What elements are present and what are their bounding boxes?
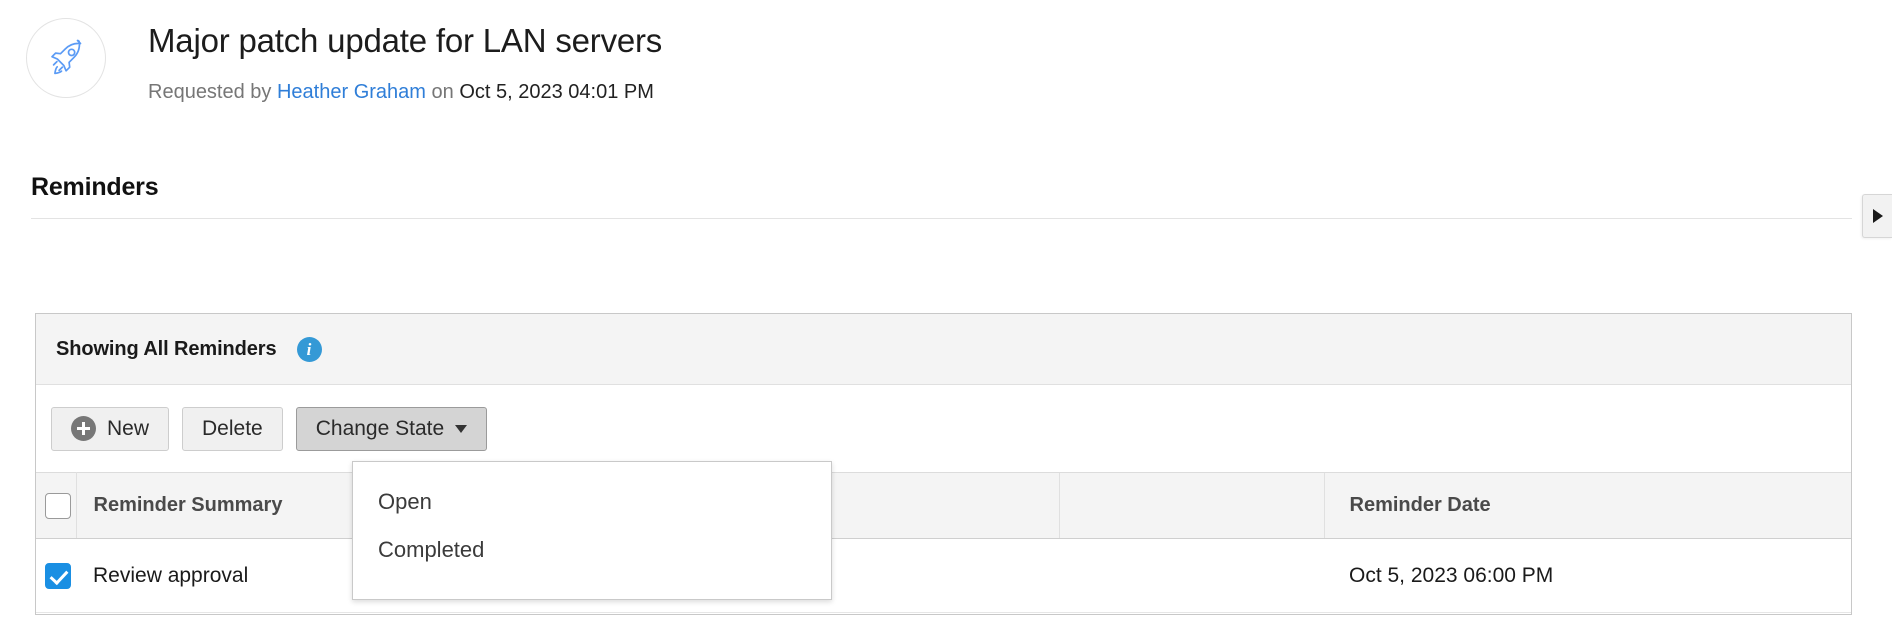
row-select-cell bbox=[36, 538, 76, 613]
select-all-header bbox=[36, 472, 77, 539]
select-all-checkbox[interactable] bbox=[45, 492, 71, 519]
table-header-row: Reminder Summary Reminder Date bbox=[36, 472, 1851, 539]
requester-link[interactable]: Heather Graham bbox=[276, 81, 426, 103]
requested-date: Oct 5, 2023 04:01 PM bbox=[459, 81, 654, 103]
delete-button-label: Delete bbox=[202, 416, 263, 440]
record-header: Major patch update for LAN servers Reque… bbox=[0, 0, 1892, 140]
row-checkbox[interactable] bbox=[45, 562, 71, 589]
panel-toolbar: New Delete Change State bbox=[36, 385, 1851, 472]
change-state-dropdown-menu: Open Completed bbox=[352, 461, 832, 600]
delete-button[interactable]: Delete bbox=[182, 406, 283, 451]
on-label: on bbox=[431, 81, 454, 103]
panel-header: Showing All Reminders i bbox=[36, 314, 1851, 385]
dropdown-item-completed[interactable]: Completed bbox=[378, 537, 485, 562]
expand-sidebar-tab[interactable] bbox=[1862, 194, 1892, 238]
plus-circle-icon bbox=[71, 416, 96, 441]
info-icon[interactable]: i bbox=[296, 336, 322, 362]
caret-down-icon bbox=[455, 424, 468, 433]
table-row[interactable]: Review approval Oct 5, 2023 06:00 PM bbox=[36, 538, 1851, 613]
row-date-cell: Oct 5, 2023 06:00 PM bbox=[1324, 538, 1851, 613]
panel-header-label: Showing All Reminders bbox=[56, 337, 277, 360]
row-middle-cell bbox=[1059, 538, 1324, 613]
section-divider bbox=[31, 218, 1852, 219]
change-state-button-label: Change State bbox=[315, 416, 445, 440]
reminders-panel: Showing All Reminders i New Delete Chang… bbox=[35, 313, 1852, 615]
new-button-label: New bbox=[107, 416, 150, 440]
column-header-middle[interactable] bbox=[1058, 472, 1324, 539]
reminders-table: Reminder Summary Reminder Date Review ap… bbox=[36, 472, 1851, 613]
record-subtitle: Requested by Heather Graham on Oct 5, 20… bbox=[148, 82, 654, 102]
page-title: Major patch update for LAN servers bbox=[148, 22, 663, 59]
column-header-date[interactable]: Reminder Date bbox=[1323, 472, 1851, 539]
rocket-icon bbox=[26, 18, 106, 98]
new-button[interactable]: New bbox=[51, 406, 170, 451]
reminders-section-title: Reminders bbox=[31, 173, 159, 201]
requested-by-label: Requested by bbox=[148, 81, 272, 103]
dropdown-item-open[interactable]: Open bbox=[378, 489, 432, 514]
triangle-right-icon bbox=[1872, 209, 1883, 223]
change-state-button[interactable]: Change State bbox=[295, 406, 488, 451]
